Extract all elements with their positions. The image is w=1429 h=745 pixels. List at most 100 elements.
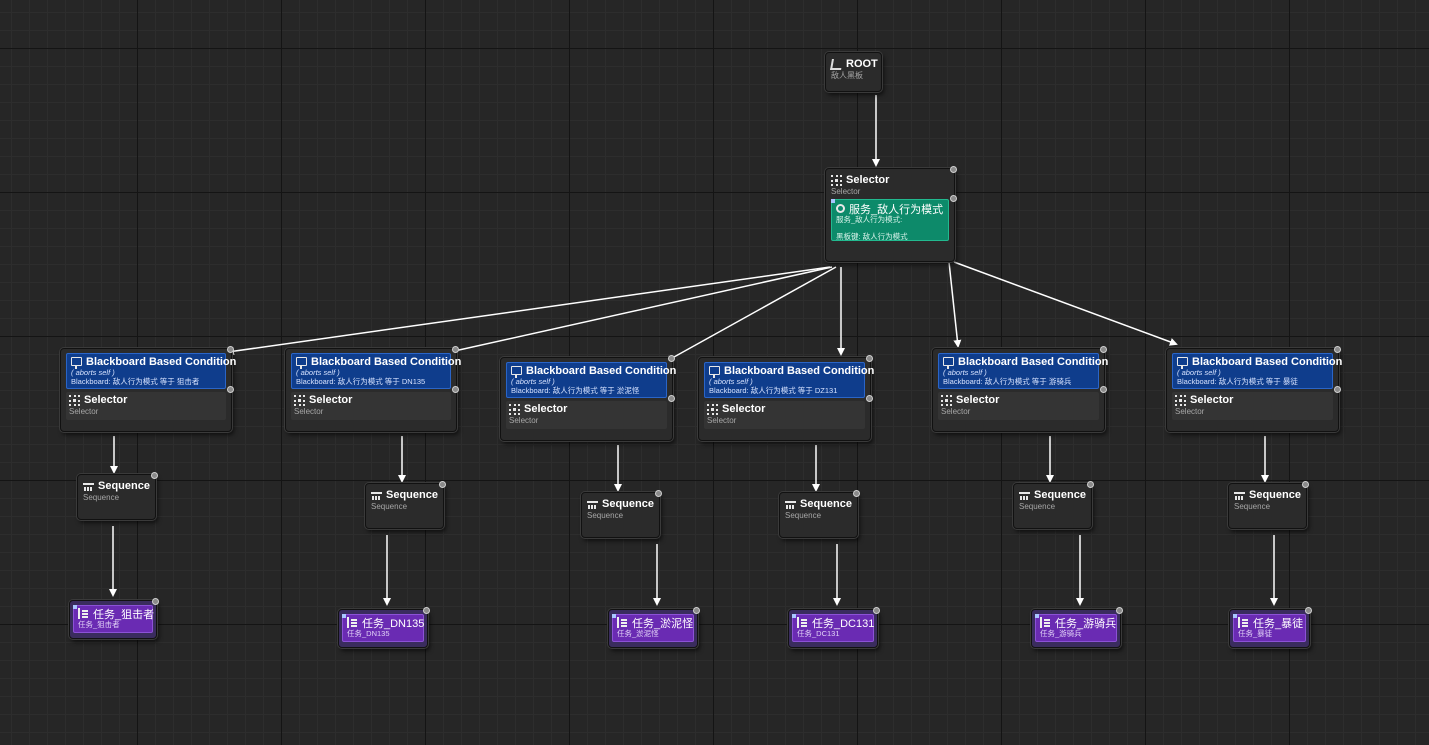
task-title: 任务_DC131 (812, 617, 875, 630)
selector-subtitle: Selector (941, 407, 971, 416)
selector-icon (941, 394, 952, 406)
pin-icon[interactable] (439, 481, 446, 488)
decorator-condition: Blackboard: 敌人行为模式 等于 狙击者 (71, 377, 200, 386)
condition-selector-node-4[interactable]: Blackboard Based Condition ( aborts self… (698, 355, 874, 441)
pin-icon[interactable] (873, 607, 880, 614)
pin-icon[interactable] (866, 355, 873, 362)
pin-icon[interactable] (668, 395, 675, 402)
decorator-condition: Blackboard: 敌人行为模式 等于 DZ131 (709, 386, 838, 395)
pin-icon[interactable] (227, 346, 234, 353)
root-title: ROOT (846, 58, 878, 70)
selector-icon (831, 174, 842, 186)
service-block[interactable]: 服务_敌人行为模式 服务_敌人行为模式: 黑板键: 敌人行为模式 (831, 199, 949, 241)
blackboard-icon (511, 366, 522, 378)
pin-icon[interactable] (151, 472, 158, 479)
selector-title: Selector (956, 394, 1000, 406)
sequence-subtitle: Sequence (371, 502, 408, 511)
sequence-title: Sequence (602, 498, 654, 510)
blackboard-decorator[interactable]: Blackboard Based Condition ( aborts self… (704, 362, 874, 398)
decorator-title: Blackboard Based Condition (86, 355, 237, 368)
selection-marker (831, 199, 835, 203)
pin-icon[interactable] (452, 346, 459, 353)
sequence-subtitle: Sequence (1019, 502, 1056, 511)
pin-icon[interactable] (1100, 346, 1107, 353)
selector-title: Selector (1190, 394, 1234, 406)
task-icon (1040, 617, 1051, 628)
decorator-aborts: ( aborts self ) (709, 377, 753, 386)
pin-icon[interactable] (1334, 386, 1341, 393)
blackboard-decorator[interactable]: Blackboard Based Condition ( aborts self… (506, 362, 676, 398)
decorator-title: Blackboard Based Condition (526, 364, 677, 377)
selection-marker (1233, 614, 1237, 618)
blackboard-icon (71, 357, 82, 369)
root-node[interactable]: ROOT 敌人黑板 (825, 52, 882, 92)
pin-icon[interactable] (853, 490, 860, 497)
condition-selector-node-2[interactable]: Blackboard Based Condition ( aborts self… (285, 346, 461, 432)
pin-icon[interactable] (1302, 481, 1309, 488)
task-title: 任务_DN135 (362, 617, 425, 630)
decorator-condition: Blackboard: 敌人行为模式 等于 DN135 (296, 377, 426, 386)
selector-subtitle: Selector (707, 416, 737, 425)
decorator-aborts: ( aborts self ) (71, 368, 115, 377)
pin-icon[interactable] (1100, 386, 1107, 393)
sequence-icon (587, 501, 598, 509)
root-icon (830, 58, 843, 70)
sequence-icon (83, 483, 94, 491)
task-node-1[interactable]: 任务_狙击者任务_狙击者 (69, 598, 159, 639)
decorator-aborts: ( aborts self ) (296, 368, 340, 377)
pin-icon[interactable] (227, 386, 234, 393)
pin-icon[interactable] (1305, 607, 1312, 614)
condition-selector-node-6[interactable]: Blackboard Based Condition ( aborts self… (1166, 346, 1342, 432)
decorator-title: Blackboard Based Condition (958, 355, 1109, 368)
sequence-subtitle: Sequence (1234, 502, 1271, 511)
selector-icon (1175, 394, 1186, 406)
decorator-aborts: ( aborts self ) (1177, 368, 1221, 377)
service-title: 服务_敌人行为模式 (849, 203, 944, 216)
pin-icon[interactable] (693, 607, 700, 614)
pin-icon[interactable] (655, 490, 662, 497)
pin-icon[interactable] (1334, 346, 1341, 353)
main-selector-title: Selector (846, 174, 890, 186)
sequence-title: Sequence (800, 498, 852, 510)
blackboard-decorator[interactable]: Blackboard Based Condition ( aborts self… (291, 353, 461, 389)
blackboard-decorator[interactable]: Blackboard Based Condition ( aborts self… (66, 353, 236, 389)
pin-icon[interactable] (950, 195, 957, 202)
blackboard-decorator[interactable]: Blackboard Based Condition ( aborts self… (938, 353, 1108, 389)
pin-icon[interactable] (423, 607, 430, 614)
condition-selector-node-3[interactable]: Blackboard Based Condition ( aborts self… (500, 355, 676, 441)
task-icon (1238, 617, 1249, 628)
condition-selector-node-5[interactable]: Blackboard Based Condition ( aborts self… (932, 346, 1108, 432)
selector-subtitle: Selector (509, 416, 539, 425)
selection-marker (792, 614, 796, 618)
pin-icon[interactable] (668, 355, 675, 362)
task-node-6[interactable]: 任务_暴徒任务_暴徒 (1229, 607, 1312, 648)
sequence-icon (1234, 492, 1245, 500)
task-icon (347, 617, 358, 628)
task-icon (797, 617, 808, 628)
pin-icon[interactable] (1087, 481, 1094, 488)
task-title: 任务_游骑兵 (1055, 617, 1117, 630)
task-subtitle: 任务_暴徒 (1238, 629, 1273, 638)
condition-selector-node-1[interactable]: Blackboard Based Condition ( aborts self… (60, 346, 236, 432)
task-subtitle: 任务_DN135 (347, 629, 390, 638)
pin-icon[interactable] (152, 598, 159, 605)
pin-icon[interactable] (1116, 607, 1123, 614)
task-node-5[interactable]: 任务_游骑兵任务_游骑兵 (1031, 607, 1123, 648)
pin-icon[interactable] (950, 166, 957, 173)
pin-icon[interactable] (866, 395, 873, 402)
main-selector-node[interactable]: Selector Selector 服务_敌人行为模式 服务_敌人行为模式: 黑… (825, 166, 957, 262)
selector-title: Selector (722, 403, 766, 415)
selector-subtitle: Selector (69, 407, 99, 416)
pin-icon[interactable] (452, 386, 459, 393)
blackboard-decorator[interactable]: Blackboard Based Condition ( aborts self… (1172, 353, 1342, 389)
task-node-3[interactable]: 任务_淤泥怪任务_淤泥怪 (608, 607, 700, 648)
sequence-title: Sequence (98, 480, 150, 492)
